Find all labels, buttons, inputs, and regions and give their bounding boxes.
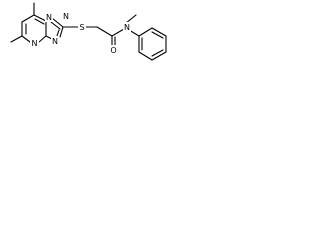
atom-label-n-bridge: N bbox=[46, 13, 52, 22]
atom-label-n-amide: N bbox=[124, 23, 130, 32]
bond-ch2-to-carbonyl bbox=[96, 26, 113, 37]
bond-triazole-top bbox=[51, 17, 64, 28]
bond-carbonyl-to-n bbox=[111, 28, 125, 37]
bond-triazole-right bbox=[59, 26, 64, 38]
bond-triazole-right-inner bbox=[56, 29, 60, 37]
bond-phenyl-5 bbox=[151, 27, 167, 37]
atom-label-n-pyrimidine: N bbox=[32, 39, 38, 48]
atom-label-sulfur: S bbox=[79, 23, 84, 32]
bond-ring-lowerleft bbox=[21, 35, 31, 43]
atom-label-n-triazole: N bbox=[63, 12, 69, 21]
bond-lines bbox=[10, 2, 167, 61]
bond-phenyl-3 bbox=[151, 51, 167, 61]
atom-label-oxygen: O bbox=[110, 46, 116, 55]
bond-ring-upperleft bbox=[21, 14, 35, 23]
bond-ring-top bbox=[33, 14, 47, 22]
bond-triazole-top-inner bbox=[50, 21, 61, 30]
bond-n-methyl bbox=[125, 14, 137, 24]
chemical-structure-diagram: N N N N S O N bbox=[10, 2, 167, 61]
bond-ring-top-inner bbox=[34, 18, 45, 25]
atom-labels: N N N N S O N bbox=[30, 11, 131, 55]
atom-label-n-triazole-lower: N bbox=[52, 37, 58, 46]
bond-phenyl-2 bbox=[138, 51, 153, 61]
bond-phenyl-6 bbox=[138, 27, 153, 37]
bond-phenyl-3-inner bbox=[151, 49, 164, 57]
bond-phenyl-5-inner bbox=[151, 31, 164, 39]
bond-ring-lowerright bbox=[38, 35, 47, 43]
bond-methyl-left bbox=[10, 35, 23, 43]
